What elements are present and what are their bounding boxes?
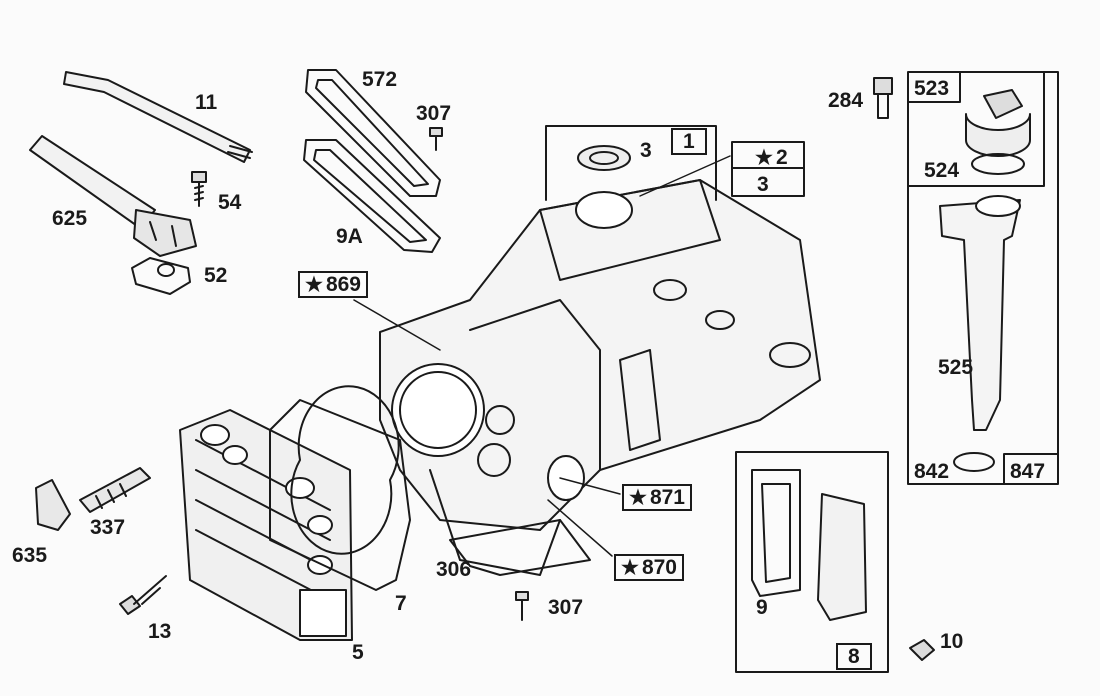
label-525: 525 bbox=[938, 356, 974, 379]
label-625: 625 bbox=[52, 207, 88, 230]
spark-plug-337 bbox=[79, 467, 151, 513]
label-870: ★870 bbox=[614, 554, 684, 581]
label-10: 10 bbox=[940, 630, 964, 653]
shield-306 bbox=[449, 519, 591, 576]
label-7: 7 bbox=[395, 592, 407, 615]
label-8: 8 bbox=[836, 643, 872, 670]
label-1: 1 bbox=[671, 128, 707, 155]
kit-box-2-3 bbox=[731, 141, 805, 197]
label-2: ★2 bbox=[755, 147, 788, 168]
star-icon: ★ bbox=[629, 487, 647, 509]
label-2-number: 2 bbox=[775, 146, 788, 169]
tube-625 bbox=[29, 135, 197, 257]
label-52: 52 bbox=[204, 264, 228, 287]
kit-box-847 bbox=[907, 71, 1059, 485]
label-635: 635 bbox=[12, 544, 48, 567]
seal-3 bbox=[577, 145, 631, 171]
label-11: 11 bbox=[195, 91, 218, 114]
star-icon: ★ bbox=[621, 557, 639, 579]
label-5: 5 bbox=[352, 641, 364, 664]
label-3-seal: 3 bbox=[640, 139, 652, 162]
label-306: 306 bbox=[436, 558, 472, 581]
label-307-bottom: 307 bbox=[548, 596, 584, 619]
label-13: 13 bbox=[148, 620, 172, 643]
label-54: 54 bbox=[218, 191, 242, 214]
cylinder-head-5 bbox=[179, 409, 353, 641]
label-9a: 9A bbox=[336, 225, 363, 248]
label-847: 847 bbox=[1010, 460, 1046, 483]
label-871-number: 871 bbox=[649, 486, 685, 509]
crankcase-block bbox=[379, 179, 821, 576]
gasket-9a bbox=[303, 139, 441, 253]
label-572: 572 bbox=[362, 68, 398, 91]
label-842: 842 bbox=[914, 460, 950, 483]
bolt-13 bbox=[119, 575, 167, 615]
screw-54 bbox=[191, 171, 207, 207]
label-524: 524 bbox=[924, 159, 960, 182]
label-869: ★869 bbox=[298, 271, 368, 298]
label-870-number: 870 bbox=[641, 556, 677, 579]
label-307-top: 307 bbox=[416, 102, 452, 125]
dipstick-tube-11 bbox=[63, 71, 253, 163]
label-9: 9 bbox=[756, 596, 768, 619]
bolt-307-bottom bbox=[515, 591, 529, 621]
screw-10 bbox=[909, 639, 935, 661]
label-523: 523 bbox=[914, 77, 950, 100]
star-icon: ★ bbox=[305, 274, 323, 296]
label-871: ★871 bbox=[622, 484, 692, 511]
gasket-572 bbox=[305, 69, 441, 197]
head-gasket-7 bbox=[269, 385, 411, 591]
fitting-284 bbox=[873, 77, 893, 119]
bolt-307-top bbox=[429, 127, 443, 151]
label-284: 284 bbox=[828, 89, 864, 112]
kit-box-8 bbox=[735, 451, 889, 673]
label-3-box: 3 bbox=[757, 173, 769, 196]
leader-lines bbox=[353, 155, 731, 557]
label-869-number: 869 bbox=[325, 273, 361, 296]
star-icon: ★ bbox=[755, 147, 773, 169]
gasket-52 bbox=[131, 257, 191, 295]
label-337: 337 bbox=[90, 516, 126, 539]
spark-plug-boot-635 bbox=[35, 479, 71, 531]
